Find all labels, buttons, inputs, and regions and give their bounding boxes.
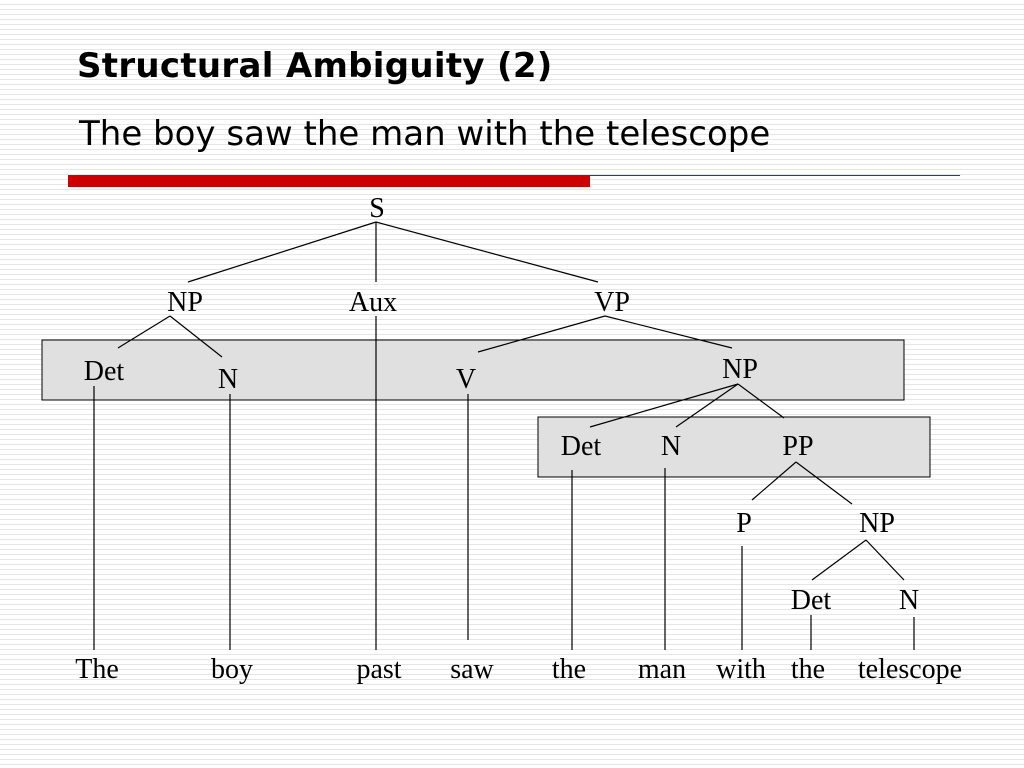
word-saw: saw	[450, 654, 494, 685]
word-man: man	[638, 654, 686, 685]
slide-title: Structural Ambiguity (2)	[77, 46, 553, 86]
edge-pp-np	[795, 461, 853, 505]
node-det-object: Det	[561, 431, 602, 462]
word-the-3: the	[791, 654, 825, 685]
word-past: past	[356, 654, 401, 685]
edge-np3-det3	[811, 539, 867, 581]
node-pp: PP	[782, 431, 813, 462]
edge-pp-p	[751, 461, 797, 501]
edge-np-det2	[589, 383, 739, 428]
title-underline-thin	[590, 175, 960, 176]
sentence-words: The boy past saw the man with the telesc…	[75, 654, 962, 685]
tree-node-labels: S NP Aux VP Det N V NP Det N PP P NP Det…	[84, 193, 919, 616]
node-det-pp: Det	[791, 585, 832, 616]
node-np-subject: NP	[167, 287, 203, 318]
node-p: P	[736, 508, 752, 539]
edge-np-pp	[737, 383, 785, 419]
example-sentence: The boy saw the man with the telescope	[79, 114, 771, 154]
word-the-2: the	[552, 654, 586, 685]
highlight-box-outer	[41, 339, 905, 401]
word-boy: boy	[211, 654, 253, 685]
title-underline-thick	[68, 175, 590, 187]
node-aux: Aux	[349, 287, 397, 318]
node-np-pp: NP	[859, 508, 895, 539]
edge-np-det	[117, 315, 171, 349]
edge-s-np	[187, 221, 377, 283]
node-n-pp: N	[899, 585, 919, 616]
edge-np3-n3	[865, 539, 905, 581]
tree-edges	[93, 221, 915, 650]
node-v: V	[456, 364, 476, 395]
word-telescope: telescope	[858, 654, 962, 685]
node-det-subject: Det	[84, 356, 125, 387]
node-n-object: N	[661, 431, 681, 462]
edge-np-n2	[675, 383, 739, 428]
highlight-box-inner	[537, 416, 931, 478]
node-s: S	[369, 193, 385, 224]
edge-vp-v	[477, 315, 606, 353]
edge-s-vp	[375, 221, 599, 283]
node-vp: VP	[594, 287, 630, 318]
word-the-1: The	[75, 654, 119, 685]
node-np-object: NP	[722, 354, 758, 385]
word-with: with	[716, 654, 766, 685]
edge-vp-np	[604, 315, 733, 349]
node-n-subject: N	[218, 364, 238, 395]
edge-np-n	[169, 315, 223, 358]
